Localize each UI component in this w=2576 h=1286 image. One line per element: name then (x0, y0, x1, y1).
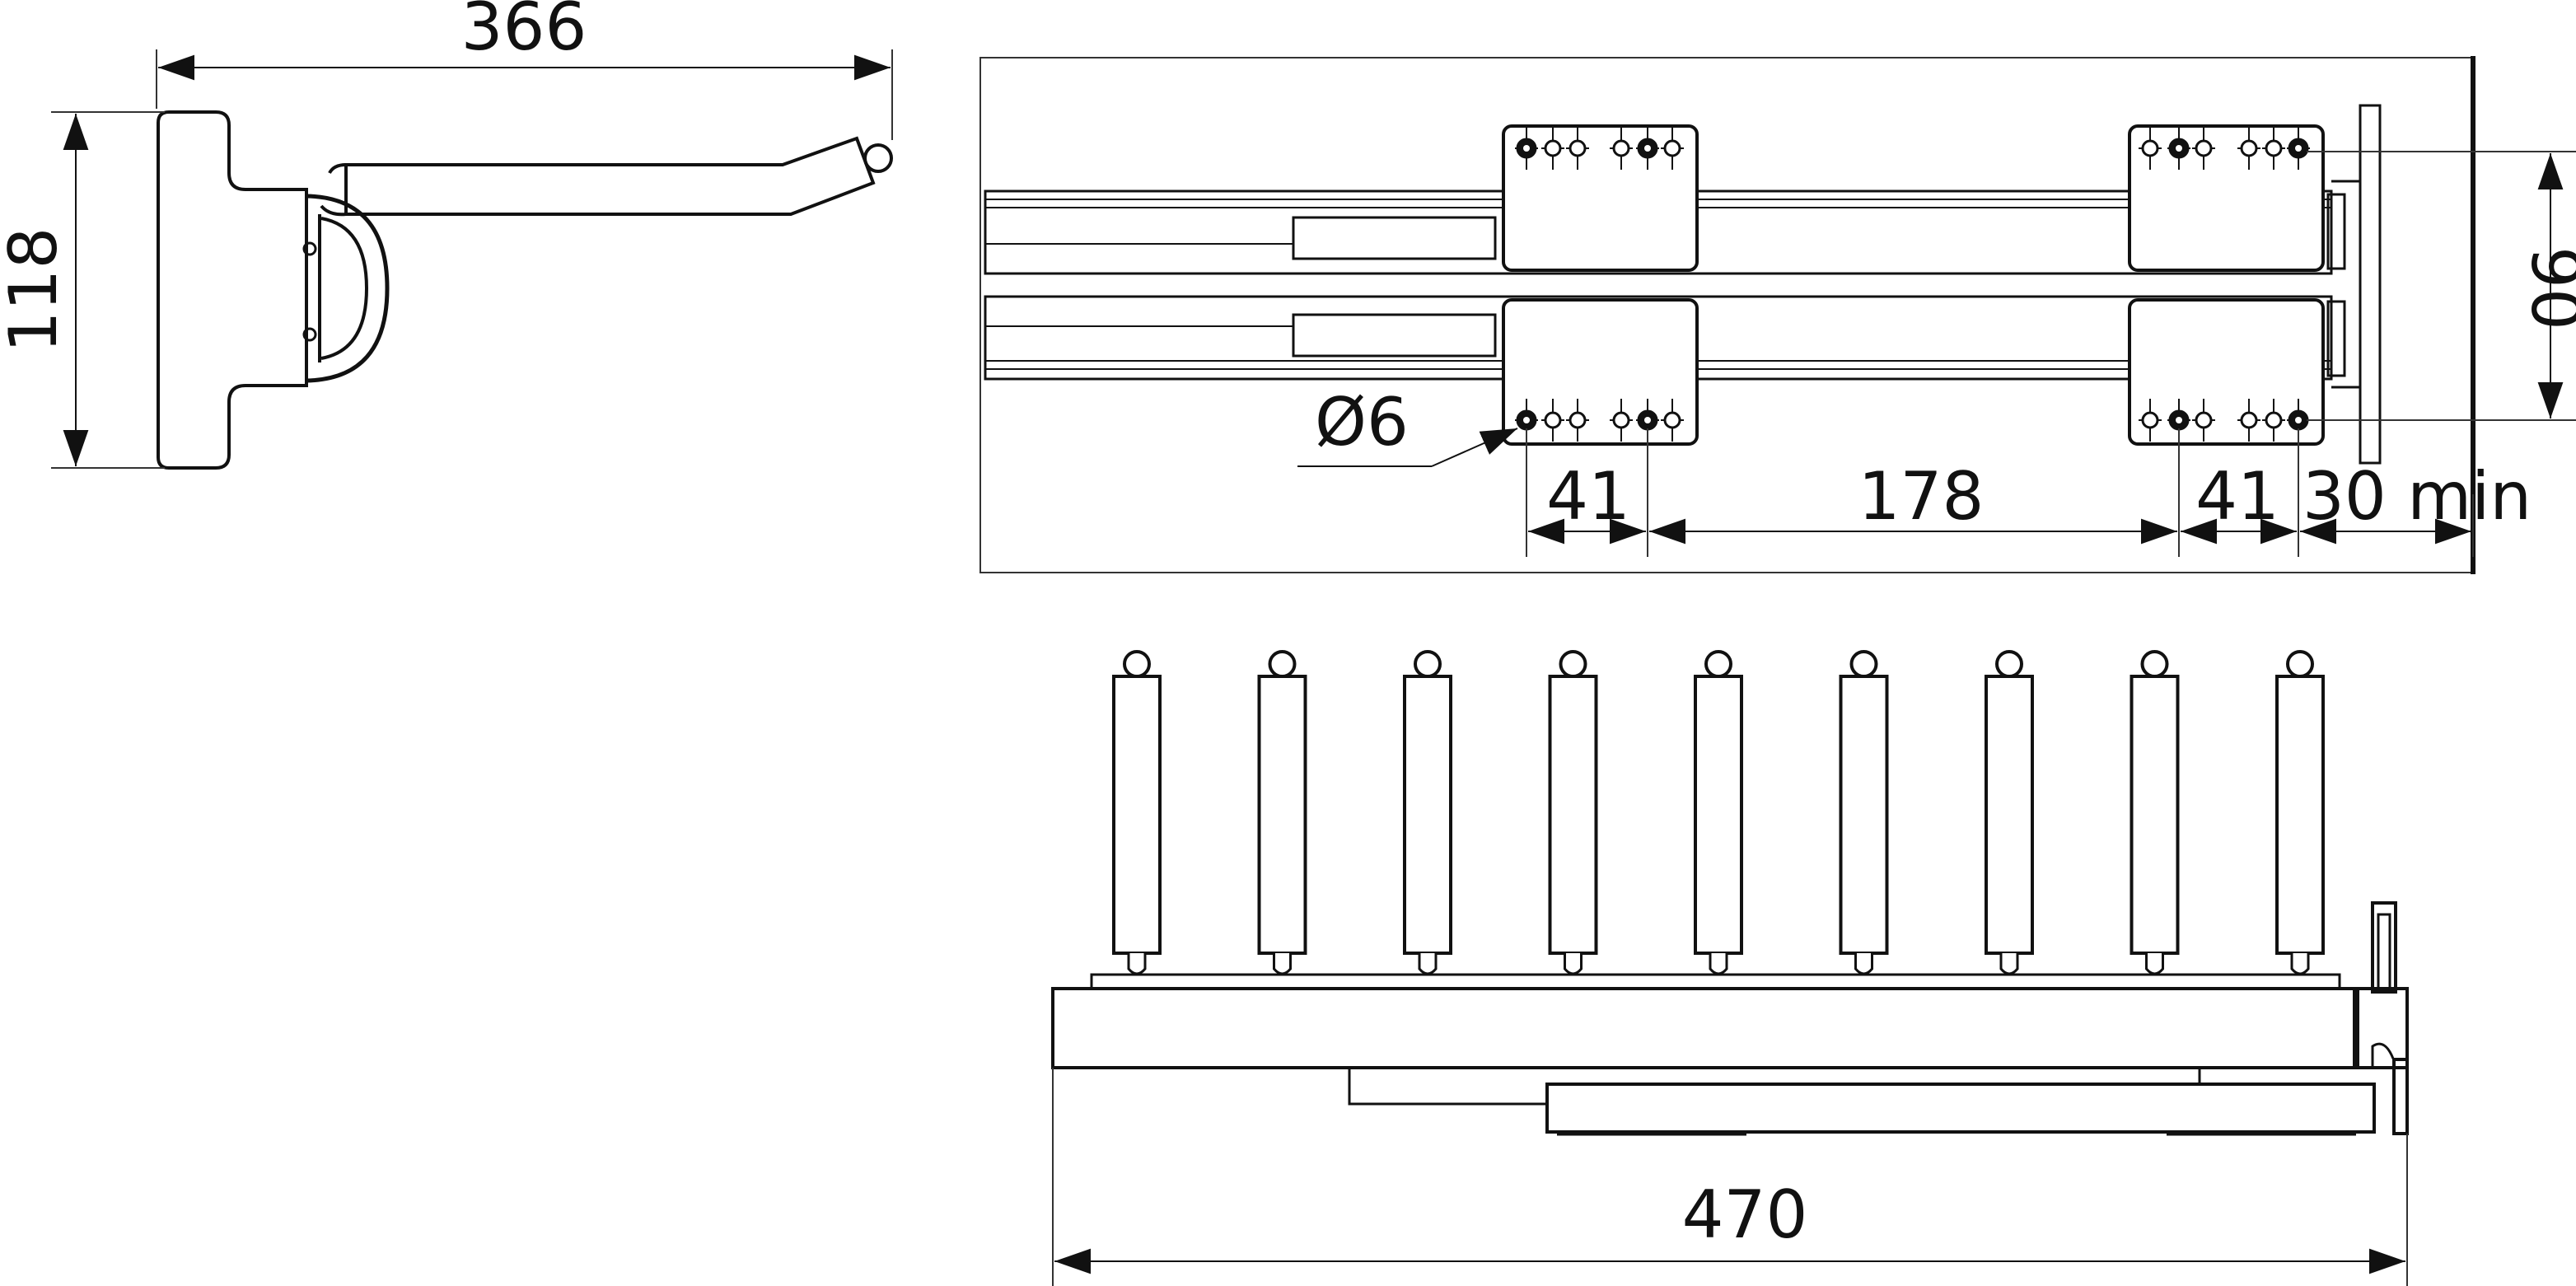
hanger-foot (2145, 953, 2164, 975)
hanger-body (2130, 675, 2180, 955)
dimension-overall-length: 470 (1682, 1176, 1808, 1253)
mounting-hole (1544, 139, 1562, 157)
mounting-hole-center (1644, 145, 1651, 152)
hanger-rod (1403, 650, 1452, 975)
hanger-rod (1694, 650, 1743, 975)
mounting-hole (2195, 139, 2213, 157)
dimension-spacing-center: 178 (1858, 458, 1985, 535)
mounting-hole (1663, 411, 1681, 429)
hanger-foot (1273, 953, 1292, 975)
mounting-hole (1544, 411, 1562, 429)
bracket-bottom-right (2128, 298, 2325, 446)
hanger-foot (1854, 953, 1873, 975)
hanger-rod (1839, 650, 1889, 975)
dimension-spacing-left: 41 (1546, 458, 1630, 535)
mounting-hole (2265, 139, 2283, 157)
hanger-body (1257, 675, 1307, 955)
hanger-rods (1112, 650, 2325, 975)
mounting-hole (1569, 411, 1587, 429)
hanger-rod (1985, 650, 2034, 975)
hanger-knob (1123, 650, 1151, 678)
top-view: Ø6 90 41 178 41 30 min (979, 56, 2576, 574)
mounting-hole-center (1523, 145, 1530, 152)
mounting-hole-center (2176, 417, 2182, 423)
hanger-foot (1127, 953, 1147, 975)
mounting-hole (2141, 139, 2159, 157)
hanger-body (1694, 675, 1743, 955)
hanger-body (1839, 675, 1889, 955)
hanger-knob (1414, 650, 1442, 678)
hanger-rod (1548, 650, 1598, 975)
hanger-foot (1999, 953, 2019, 975)
mounting-hole (1663, 139, 1681, 157)
mounting-hole (1612, 411, 1630, 429)
bracket-top-right (2128, 124, 2325, 272)
hanger-knob (2140, 650, 2169, 678)
hanger-body (1985, 675, 2034, 955)
mounting-holes (1515, 127, 2310, 442)
mounting-hole-center (1523, 417, 1530, 423)
bracket-top-left (1502, 124, 1699, 272)
hanger-body (1403, 675, 1452, 955)
hanger-knob (1995, 650, 2023, 678)
dimension-top-height: 90 (2517, 246, 2576, 330)
hanger-foot (1418, 953, 1438, 975)
front-view: 470 (1051, 650, 2409, 1286)
hanger-knob (1704, 650, 1732, 678)
hanger-knob (1849, 650, 1878, 678)
mounting-hole (2195, 411, 2213, 429)
mounting-hole (2265, 411, 2283, 429)
mounting-hole (2240, 411, 2258, 429)
hanger-rod (1112, 650, 1162, 975)
mounting-hole (1569, 139, 1587, 157)
hanger-rod (2275, 650, 2325, 975)
hanger-body (2275, 675, 2325, 955)
dimension-clearance: 30 min (2303, 458, 2532, 535)
bracket-bottom-left (1502, 298, 1699, 446)
hanger-knob (2286, 650, 2314, 678)
hanger-foot (1709, 953, 1728, 975)
hanger-knob (1559, 650, 1587, 678)
dimension-side-width: 366 (461, 0, 587, 65)
mounting-hole-center (2295, 145, 2302, 152)
mounting-hole-center (1644, 417, 1651, 423)
hanger-foot (1564, 953, 1583, 975)
hanger-body (1548, 675, 1598, 955)
mounting-hole (1612, 139, 1630, 157)
dimension-side-height: 118 (0, 227, 72, 353)
dimension-spacing-right: 41 (2195, 458, 2279, 535)
mounting-hole-center (2176, 145, 2182, 152)
side-view: 366 118 (0, 0, 893, 470)
hanger-body (1112, 675, 1162, 955)
hanger-rod (2130, 650, 2180, 975)
hanger-rod (1257, 650, 1307, 975)
hanger-foot (2290, 953, 2310, 975)
mounting-hole-center (2295, 417, 2302, 423)
mounting-hole (2141, 411, 2159, 429)
hanger-knob (1268, 650, 1297, 678)
mounting-hole (2240, 139, 2258, 157)
dimension-hole-diameter: Ø6 (1315, 384, 1409, 461)
